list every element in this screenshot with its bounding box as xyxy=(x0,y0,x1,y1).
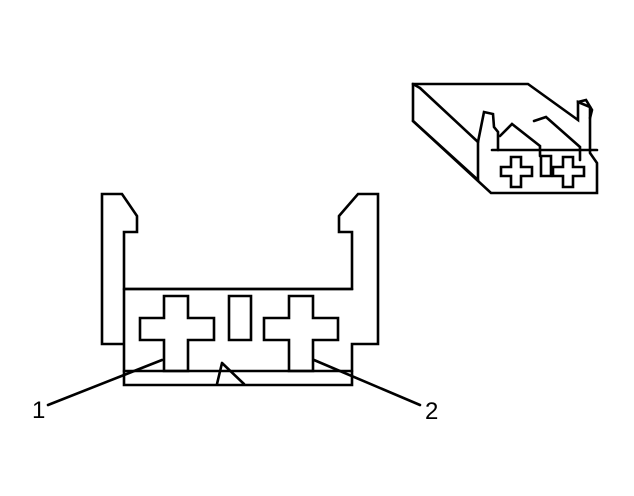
callout-label-2: 2 xyxy=(425,398,439,425)
connector-body-outline xyxy=(100,192,380,387)
iso-top-edge xyxy=(411,82,422,90)
terminal-cavity-1 xyxy=(138,294,216,373)
iso-terminal-cavity-2 xyxy=(551,155,586,189)
connector-isometric-view xyxy=(411,82,599,195)
center-key-slot xyxy=(227,294,253,342)
connector-face-view xyxy=(46,192,422,407)
polarizing-ramp xyxy=(215,361,246,386)
leader-line-2 xyxy=(312,358,422,407)
terminal-cavity-2 xyxy=(262,294,340,373)
iso-front-edge xyxy=(418,86,480,144)
callout-label-1: 1 xyxy=(32,397,46,424)
iso-center-key xyxy=(539,154,553,178)
iso-left-latch xyxy=(476,110,500,152)
iso-bottom-edge xyxy=(411,119,480,182)
iso-face-rail-2 xyxy=(532,115,582,162)
leader-line-1 xyxy=(46,358,164,407)
iso-terminal-cavity-1 xyxy=(499,155,534,189)
iso-right-latch xyxy=(576,98,594,120)
